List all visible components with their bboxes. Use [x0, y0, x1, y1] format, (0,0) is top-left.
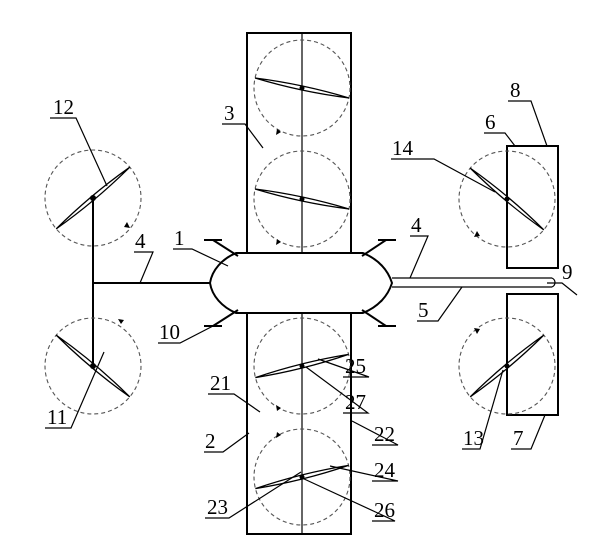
rotor-hub [299, 85, 305, 91]
rotor-disc-14 [458, 150, 556, 248]
label-2: 2 [205, 429, 216, 453]
label-25: 25 [345, 354, 366, 378]
label-10: 10 [159, 320, 180, 344]
lower-tail-surface [506, 293, 559, 416]
label-23: 23 [207, 495, 228, 519]
label-21: 21 [210, 371, 231, 395]
label-24: 24 [374, 458, 396, 482]
label-4-left: 4 [135, 229, 146, 253]
label-27: 27 [345, 390, 366, 414]
label-26: 26 [374, 498, 395, 522]
label-12: 12 [53, 95, 74, 119]
lower-wing [246, 312, 352, 535]
label-3: 3 [224, 101, 235, 125]
label-6: 6 [485, 110, 496, 134]
label-13: 13 [463, 426, 484, 450]
fuselage-struts [204, 239, 396, 327]
rotor-hub-11 [90, 363, 96, 369]
rotor-hub [299, 196, 305, 202]
upper-wing [246, 32, 352, 254]
rotor-disc-11 [44, 317, 142, 415]
rotor-disc-12 [44, 149, 142, 247]
upper-tail-surface [506, 145, 559, 269]
rotor-12 [44, 149, 142, 247]
rotor-13 [458, 317, 556, 415]
label-7: 7 [513, 426, 524, 450]
rotor-disc [253, 150, 351, 248]
rotor-hub-14 [504, 196, 510, 202]
label-1: 1 [174, 226, 185, 250]
rotor-disc [253, 39, 351, 137]
label-22: 22 [374, 422, 395, 446]
rotor-disc-13 [458, 317, 556, 415]
rotor-disc [253, 317, 351, 415]
rotor-14 [458, 150, 556, 248]
label-4-right: 4 [411, 213, 422, 237]
rotor-disc [253, 428, 351, 526]
rotation-arrows [118, 129, 480, 438]
label-11: 11 [47, 405, 67, 429]
label-14: 14 [392, 136, 414, 160]
rotor-11 [44, 317, 142, 415]
rotor-hub-12 [90, 195, 96, 201]
rotor-hub-13 [504, 363, 510, 369]
fuselage [208, 252, 394, 314]
label-8: 8 [510, 78, 521, 102]
rotor-hub [299, 363, 305, 369]
label-9: 9 [562, 260, 573, 284]
label-5: 5 [418, 298, 429, 322]
rotor-upper-wing-1 [253, 39, 351, 137]
rotor-lower-wing-1 [253, 317, 351, 415]
leader-lines [45, 100, 578, 522]
rotor-upper-wing-2 [253, 150, 351, 248]
